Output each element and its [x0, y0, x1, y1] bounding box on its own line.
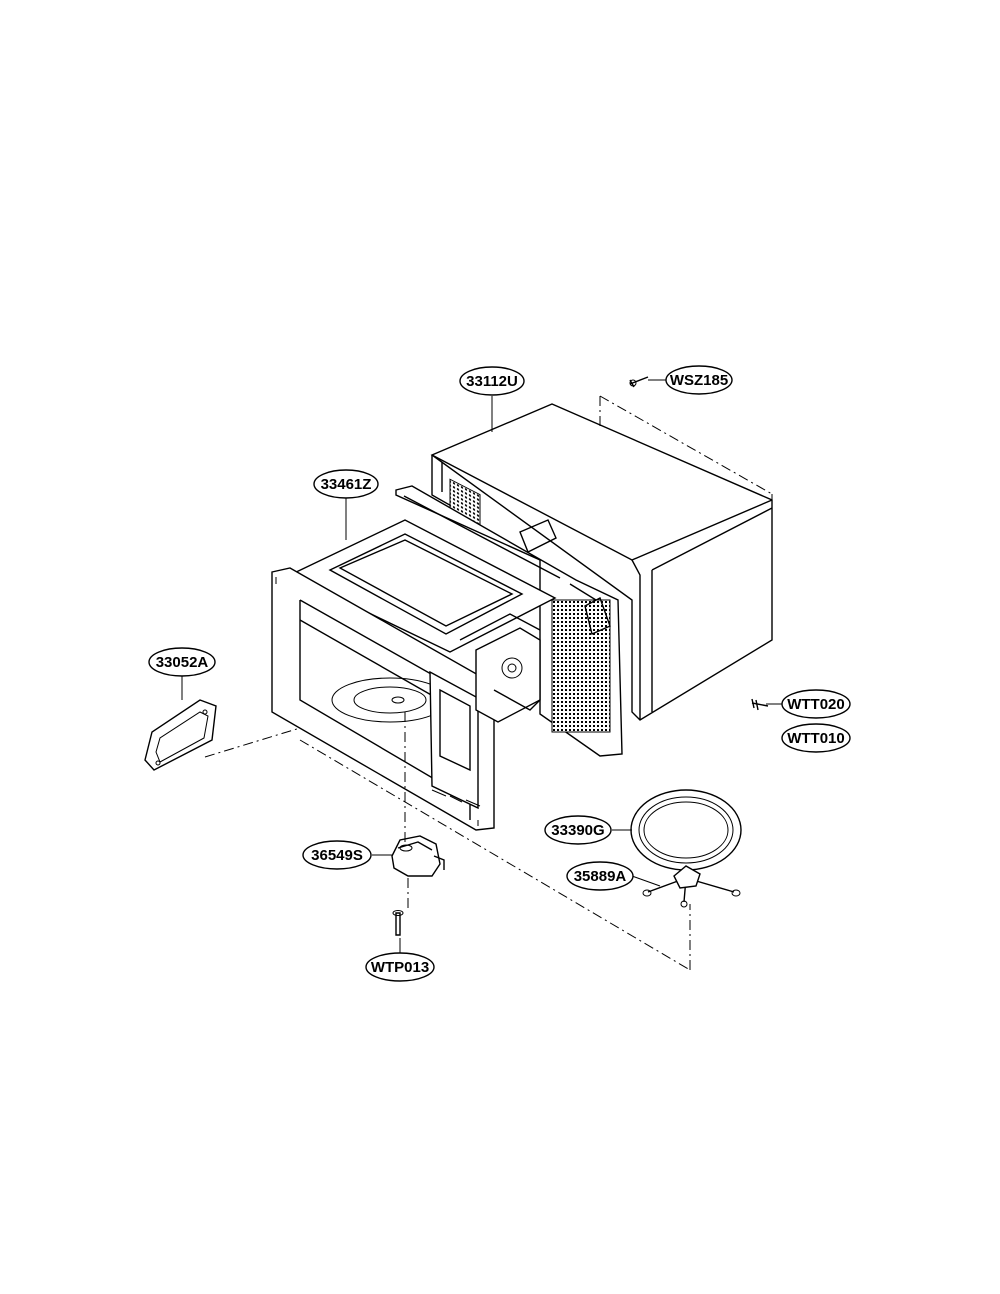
label-WTP013: WTP013 [365, 952, 435, 982]
screw-wtt020 [751, 698, 769, 711]
label-WSZ185: WSZ185 [665, 365, 733, 395]
inner-cavity [271, 519, 557, 831]
label-WTT020: WTT020 [781, 689, 851, 719]
label-35889A: 35889A [566, 861, 634, 891]
glass-tray [630, 789, 742, 871]
waveguide-cover [144, 699, 217, 771]
label-33112U-text: 33112U [466, 373, 518, 390]
assembly-lines [204, 712, 691, 971]
screw-wtp013 [392, 910, 404, 936]
label-WSZ185-text: WSZ185 [670, 372, 728, 389]
label-33390G-text: 33390G [551, 822, 604, 839]
roller-ring [642, 865, 741, 908]
turntable-motor [391, 835, 445, 877]
label-WTT020-text: WTT020 [787, 696, 845, 713]
label-35889A-text: 35889A [574, 868, 627, 885]
leader-lines [181, 379, 782, 954]
label-33461Z-text: 33461Z [321, 476, 372, 493]
label-WTT010: WTT010 [781, 723, 851, 753]
screw-wsz185 [629, 376, 649, 388]
label-36549S-text: 36549S [311, 847, 363, 864]
label-WTP013-text: WTP013 [371, 959, 429, 976]
label-WTT010-text: WTT010 [787, 730, 845, 747]
label-36549S: 36549S [302, 840, 372, 870]
cabinet-phantom-lines [599, 395, 773, 640]
label-33390G: 33390G [544, 815, 612, 845]
back-panel [395, 485, 623, 757]
label-33052A-text: 33052A [156, 654, 209, 671]
label-33461Z: 33461Z [313, 469, 379, 499]
label-33112U: 33112U [459, 366, 525, 396]
label-33052A: 33052A [148, 647, 216, 677]
